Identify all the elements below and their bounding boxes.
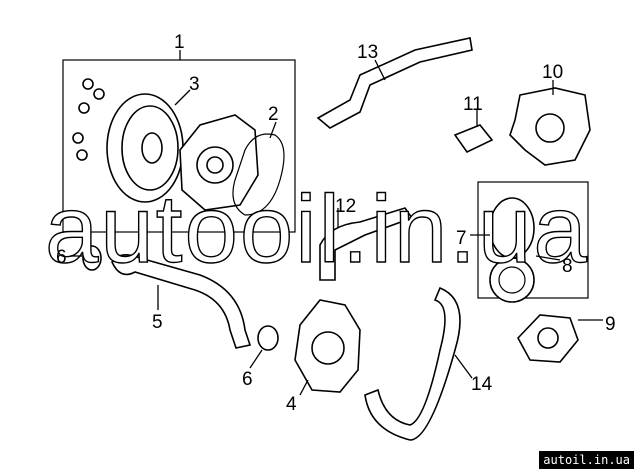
callout-3: 3 xyxy=(189,74,200,95)
o-ring-6b xyxy=(257,325,279,351)
callout-9: 9 xyxy=(605,314,616,335)
leader-lines xyxy=(70,50,603,396)
connector-11 xyxy=(453,124,494,154)
callout-10: 10 xyxy=(542,62,563,83)
pipe-5 xyxy=(111,254,252,349)
callout-14: 14 xyxy=(471,374,493,395)
hose-14 xyxy=(364,286,461,441)
bolts xyxy=(72,78,105,161)
o-ring-6a xyxy=(82,245,102,271)
gasket xyxy=(232,133,285,216)
callout-12: 12 xyxy=(335,196,356,217)
hose-12 xyxy=(319,207,414,281)
callout-7: 7 xyxy=(456,228,467,249)
callout-6-left: 6 xyxy=(56,247,67,268)
water-pump xyxy=(179,114,259,211)
callout-11: 11 xyxy=(463,94,483,115)
seal-8 xyxy=(489,257,535,303)
watermark-badge: autoil.in.ua xyxy=(539,451,634,469)
group-box-1 xyxy=(62,59,296,233)
pipe-13 xyxy=(316,37,473,129)
watermark: autooil.in.ua xyxy=(45,176,589,283)
callout-5: 5 xyxy=(152,312,163,333)
callout-4: 4 xyxy=(286,394,297,415)
callout-1: 1 xyxy=(174,32,185,53)
pulley xyxy=(106,93,184,203)
callout-2: 2 xyxy=(268,104,279,125)
callout-13: 13 xyxy=(357,42,378,63)
callout-6: 6 xyxy=(242,369,253,390)
group-box-7 xyxy=(477,181,589,299)
callout-8: 8 xyxy=(562,256,573,277)
